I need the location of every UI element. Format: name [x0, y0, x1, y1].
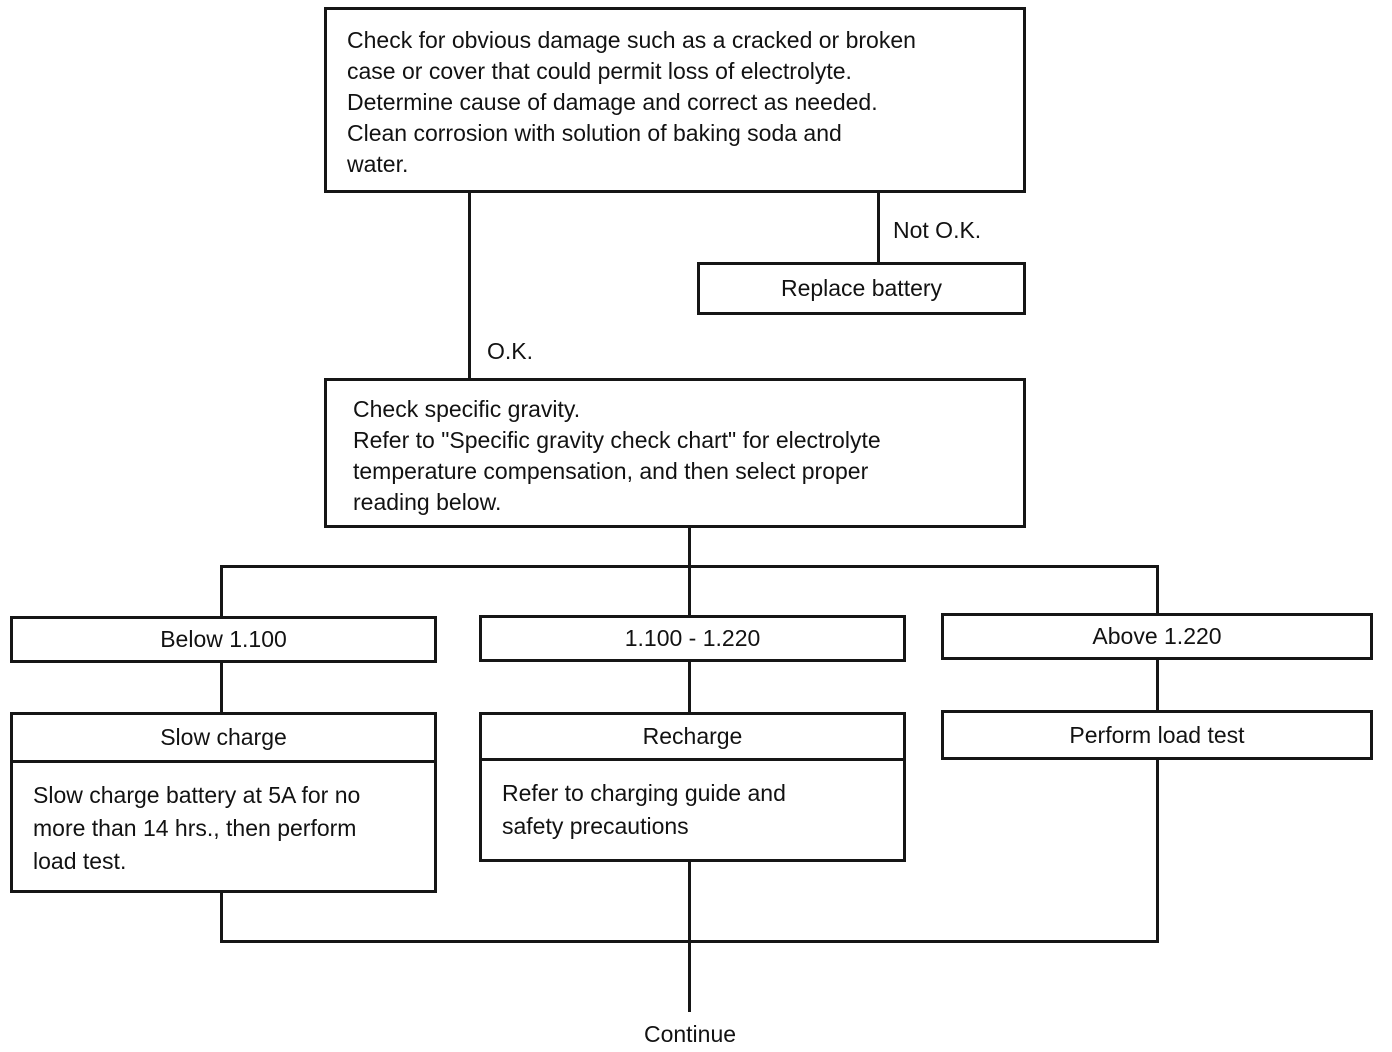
connector-split-left-drop	[220, 565, 223, 616]
connector-below-down	[220, 663, 223, 712]
connector-ok-vertical	[468, 193, 471, 378]
node-damage-check: Check for obvious damage such as a crack…	[324, 7, 1026, 193]
above-1220-label: Above 1.220	[1092, 623, 1222, 649]
replace-battery-label: Replace battery	[780, 275, 943, 301]
connector-gravity-down	[688, 528, 691, 568]
connector-split-mid-drop	[688, 565, 691, 615]
damage-check-text: Check for obvious damage such as a crack…	[347, 27, 916, 177]
connector-slow-charge-down	[220, 893, 223, 943]
label-continue: Continue	[643, 1021, 737, 1047]
node-below-1100: Below 1.100	[10, 616, 437, 663]
node-above-1220: Above 1.220	[941, 613, 1373, 660]
range-1100-1220-label: 1.100 - 1.220	[624, 625, 761, 651]
connector-merge	[220, 940, 1159, 943]
node-recharge: Recharge Refer to charging guide and saf…	[479, 712, 906, 862]
slow-charge-body: Slow charge battery at 5A for no more th…	[33, 782, 361, 874]
node-gravity-check: Check specific gravity. Refer to "Specif…	[324, 378, 1026, 528]
connector-load-test-down	[1156, 760, 1159, 943]
connector-above-down	[1156, 660, 1159, 710]
node-load-test: Perform load test	[941, 710, 1373, 760]
node-replace-battery: Replace battery	[697, 262, 1026, 315]
recharge-title: Recharge	[482, 715, 903, 761]
slow-charge-title: Slow charge	[13, 715, 434, 763]
load-test-label: Perform load test	[1069, 721, 1245, 748]
gravity-check-text: Check specific gravity. Refer to "Specif…	[353, 396, 881, 515]
edge-label-not-ok: Not O.K.	[893, 217, 982, 243]
below-1100-label: Below 1.100	[160, 626, 287, 652]
node-range-1100-1220: 1.100 - 1.220	[479, 615, 906, 662]
node-slow-charge: Slow charge Slow charge battery at 5A fo…	[10, 712, 437, 893]
edge-label-ok: O.K.	[487, 338, 534, 364]
connector-range-down	[688, 662, 691, 712]
connector-notok-vertical	[877, 193, 880, 263]
connector-split-right-drop	[1156, 565, 1159, 613]
connector-recharge-down	[688, 862, 691, 1012]
recharge-body: Refer to charging guide and safety preca…	[502, 780, 786, 839]
